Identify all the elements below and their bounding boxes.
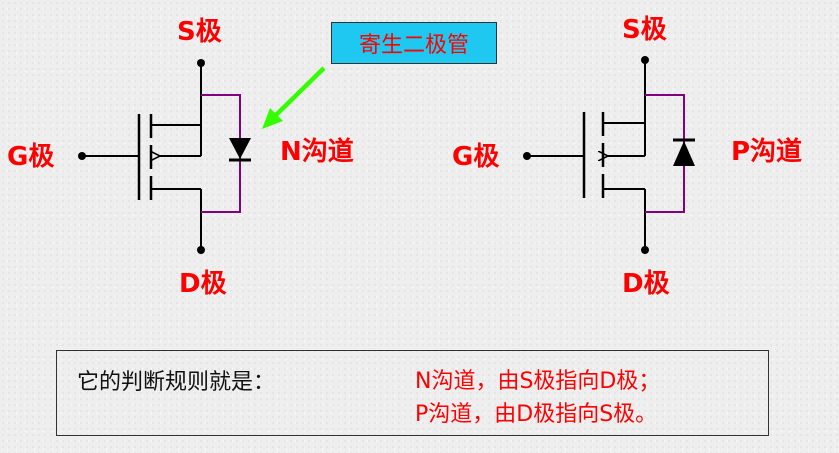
p-channel-label: P沟道 bbox=[731, 136, 802, 167]
p-diode-loop bbox=[645, 94, 685, 213]
parasitic-diode-callout: 寄生二极管 bbox=[331, 22, 497, 64]
n-source-terminal bbox=[197, 59, 205, 67]
rule-box: 它的判断规则就是： N沟道，由S极指向D极； P沟道，由D极指向S极。 bbox=[56, 350, 769, 436]
n-source-label: S极 bbox=[177, 17, 223, 47]
rule-n-channel: N沟道，由S极指向D极； bbox=[415, 369, 661, 394]
p-source-terminal bbox=[641, 56, 649, 64]
p-source-label: S极 bbox=[622, 15, 668, 45]
p-drain-label: D极 bbox=[622, 269, 671, 299]
p-drain-terminal bbox=[641, 246, 649, 254]
n-drain-terminal bbox=[197, 246, 205, 254]
n-drain-label: D极 bbox=[179, 269, 228, 299]
rule-p-channel: P沟道，由D极指向S极。 bbox=[415, 402, 658, 427]
green-arrow-icon bbox=[262, 66, 326, 129]
n-gate-label: G极 bbox=[7, 142, 55, 172]
p-mosfet-symbol bbox=[523, 56, 695, 254]
rule-intro: 它的判断规则就是： bbox=[77, 370, 276, 395]
p-gate-label: G极 bbox=[452, 142, 500, 172]
n-channel-label: N沟道 bbox=[280, 136, 354, 167]
n-diode-loop bbox=[201, 94, 241, 213]
n-mosfet-symbol bbox=[78, 59, 251, 254]
p-parasitic-diode bbox=[673, 141, 695, 166]
n-parasitic-diode bbox=[229, 138, 251, 159]
